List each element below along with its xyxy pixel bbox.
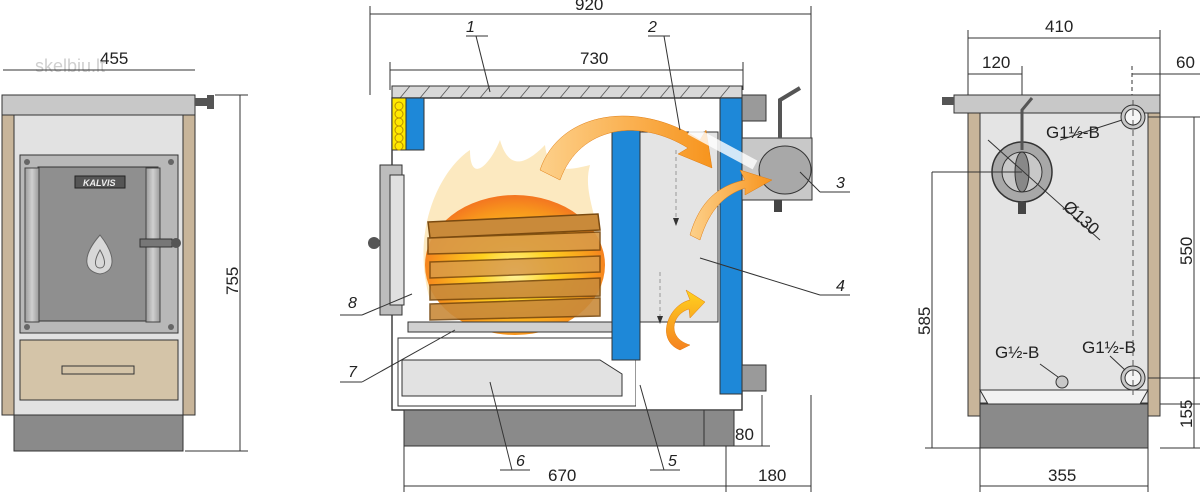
front-width-value: 455 <box>100 49 128 68</box>
callout-5: 5 <box>668 453 677 470</box>
section-base <box>403 409 721 447</box>
bottom-connection-label: G1½-B <box>1082 338 1136 357</box>
ash-drawer-handle <box>61 365 135 375</box>
rear-water-jacket <box>719 97 743 395</box>
door-screw <box>168 324 174 330</box>
overall-width-value: 920 <box>575 0 603 14</box>
side-handle <box>942 97 954 105</box>
callout-3: 3 <box>836 175 845 192</box>
section-door-inner <box>389 174 405 306</box>
flue-offset-value: 120 <box>982 53 1010 72</box>
front-height-value: 755 <box>223 267 242 295</box>
side-flue-rod <box>1020 97 1034 150</box>
door-screw <box>168 159 174 165</box>
front-door-bar-left <box>24 167 40 323</box>
ash-pan <box>401 359 623 397</box>
side-bottom-ledge <box>979 389 1149 405</box>
flue-damper-rod <box>778 86 802 138</box>
height-to-flue-value: 550 <box>1177 237 1196 265</box>
front-view: 455 KALVIS <box>1 49 248 452</box>
flue-diameter-leader <box>987 139 1101 241</box>
section-base-right <box>703 409 735 447</box>
front-handle-rod <box>195 98 207 106</box>
top-connection-label: G1½-B <box>1046 123 1100 142</box>
front-base <box>13 414 184 452</box>
side-left-panel <box>967 112 981 417</box>
rear-top-pipe <box>741 94 767 122</box>
section-door-knob <box>368 237 380 249</box>
side-width-value: 410 <box>1045 17 1073 36</box>
door-screw <box>24 324 30 330</box>
base-width-value: 670 <box>548 466 576 485</box>
front-left-side-panel <box>1 114 15 416</box>
flue-damper-nut <box>774 200 782 212</box>
flue-gas-arrow-exit <box>689 169 773 241</box>
rear-bottom-pipe <box>741 364 767 392</box>
firewood-logs <box>427 213 601 321</box>
front-right-side-panel <box>182 114 196 416</box>
section-view: 920 730 <box>340 0 850 492</box>
front-handle-knob <box>207 95 214 109</box>
watermark-text: skelbiu.lt <box>35 56 105 76</box>
brand-plate <box>74 175 126 189</box>
cooktop-hatch <box>399 85 731 99</box>
callout-6: 6 <box>516 453 525 470</box>
ash-chamber-gap <box>636 338 720 408</box>
front-door-handle <box>139 238 173 248</box>
callout-8: 8 <box>348 295 357 312</box>
pipe-offset-value: 60 <box>1176 53 1195 72</box>
side-base-width-value: 355 <box>1048 466 1076 485</box>
callout-4: 4 <box>836 278 845 295</box>
side-base <box>979 403 1149 449</box>
base-height-value: 155 <box>1177 400 1196 428</box>
flue-gas-arrow-top <box>539 115 713 181</box>
front-top-plate <box>1 94 196 116</box>
bottom-offset-value: 80 <box>735 425 754 444</box>
flue-damper <box>758 145 812 195</box>
flue-gas-arrow-swirl <box>666 289 706 351</box>
center-water-jacket <box>611 129 641 361</box>
door-screw <box>24 159 30 165</box>
side-drain <box>1055 375 1069 389</box>
callout-2: 2 <box>647 19 657 36</box>
front-door-handle-knob <box>171 238 181 248</box>
flue-gas-arrow-dashed <box>687 125 758 170</box>
fire-grate <box>407 321 615 333</box>
insulation-coils <box>394 101 404 151</box>
side-right-panel <box>1147 112 1161 417</box>
side-view: 410 120 60 Ø130 G1½-B <box>915 17 1200 492</box>
callout-7: 7 <box>348 364 358 381</box>
rear-offset-value: 180 <box>758 466 786 485</box>
flame-logo-icon <box>86 234 113 275</box>
height-to-return-value: 585 <box>915 307 934 335</box>
left-water-jacket-top <box>405 97 425 151</box>
inner-width-value: 730 <box>580 49 608 68</box>
brand-text: KALVIS <box>83 178 116 188</box>
side-flue-nut <box>1018 202 1026 214</box>
drain-connection-label: G½-B <box>995 343 1039 362</box>
callout-1: 1 <box>466 19 475 36</box>
